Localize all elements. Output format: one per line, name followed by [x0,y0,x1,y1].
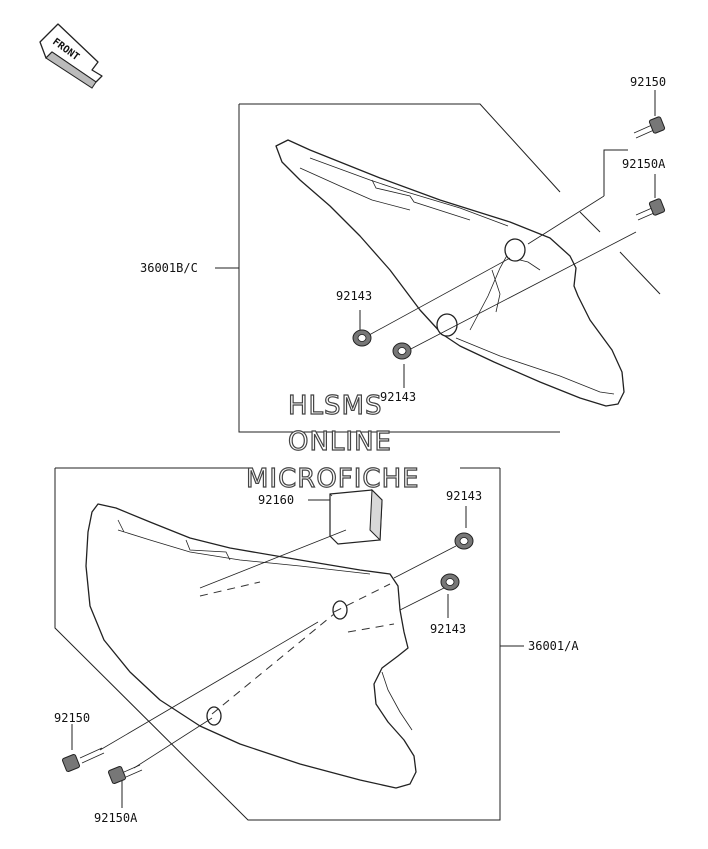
lower-bolt-92150a-icon [107,764,143,785]
label-36001b-c: 36001B/C [140,261,198,275]
label-92143-upper-bottom: 92143 [380,390,416,404]
label-92150-upper: 92150 [630,75,666,89]
label-92160: 92160 [258,493,294,507]
upper-side-cover [275,139,625,407]
label-92150a-lower: 92150A [94,811,138,825]
label-92143-lower-bottom: 92143 [430,622,466,636]
upper-bolt-92150a-icon [635,198,666,221]
lower-washer-bottom-icon [440,573,460,591]
watermark-line-1: HLSMS [288,391,382,421]
upper-washer-left-icon [352,329,372,347]
front-arrow-icon: FRONT [39,23,103,89]
lower-frame [54,467,501,821]
watermark-line-2: ONLINE [288,427,392,457]
upper-washer-bottom-icon [392,342,412,360]
label-92143-upper-left: 92143 [336,289,372,303]
lower-bolt-92150-icon [61,747,105,773]
label-92150a-upper: 92150A [622,157,666,171]
label-92143-lower-top: 92143 [446,489,482,503]
label-92150-lower: 92150 [54,711,90,725]
upper-bolt-92150-icon [633,116,666,139]
lower-side-cover [85,503,417,789]
label-36001-a: 36001/A [528,639,579,653]
lower-washer-top-icon [454,532,474,550]
lower-leaders [71,499,524,808]
upper-leaders [215,90,656,388]
upper-frame [238,103,661,433]
watermark-line-3: MICROFICHE [246,464,420,494]
pad-92160-icon [329,488,383,545]
watermark: HLSMS ONLINE MICROFICHE [245,390,420,494]
